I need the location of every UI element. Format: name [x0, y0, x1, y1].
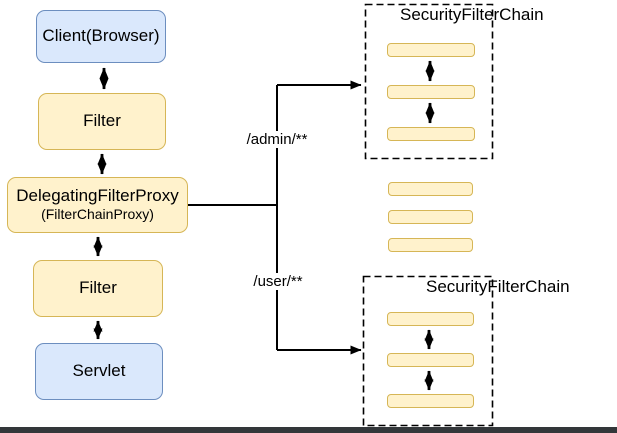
security-filter-chain-bottom-title: SecurityFilterChain	[426, 277, 570, 296]
bottom-window-edge	[0, 427, 617, 433]
filter-bar	[388, 210, 473, 224]
filter-top-label: Filter	[83, 111, 121, 131]
client-browser-box: Client(Browser)	[36, 10, 166, 63]
filter-chain-proxy-subtitle: (FilterChainProxy)	[41, 206, 154, 223]
filter-bottom-box: Filter	[33, 260, 163, 317]
filter-bar	[387, 127, 475, 141]
security-filter-chain-top-title: SecurityFilterChain	[400, 5, 544, 24]
filter-bar	[387, 85, 475, 99]
servlet-box: Servlet	[35, 343, 163, 400]
user-route-label: /user/**	[251, 273, 305, 290]
filter-bar	[387, 353, 474, 367]
filter-bar	[388, 238, 473, 252]
filter-bar	[388, 182, 473, 196]
delegating-filter-proxy-title: DelegatingFilterProxy	[16, 186, 179, 206]
admin-route-label: /admin/**	[244, 131, 310, 148]
filter-top-box: Filter	[38, 93, 166, 150]
servlet-label: Servlet	[72, 361, 126, 381]
filter-bar	[387, 312, 474, 326]
filter-bar	[387, 43, 475, 57]
filter-bar	[387, 394, 474, 408]
route-connector-lines	[188, 85, 278, 350]
filter-bottom-label: Filter	[79, 278, 117, 298]
client-browser-label: Client(Browser)	[42, 26, 160, 46]
delegating-filter-proxy-box: DelegatingFilterProxy (FilterChainProxy)	[7, 177, 188, 233]
